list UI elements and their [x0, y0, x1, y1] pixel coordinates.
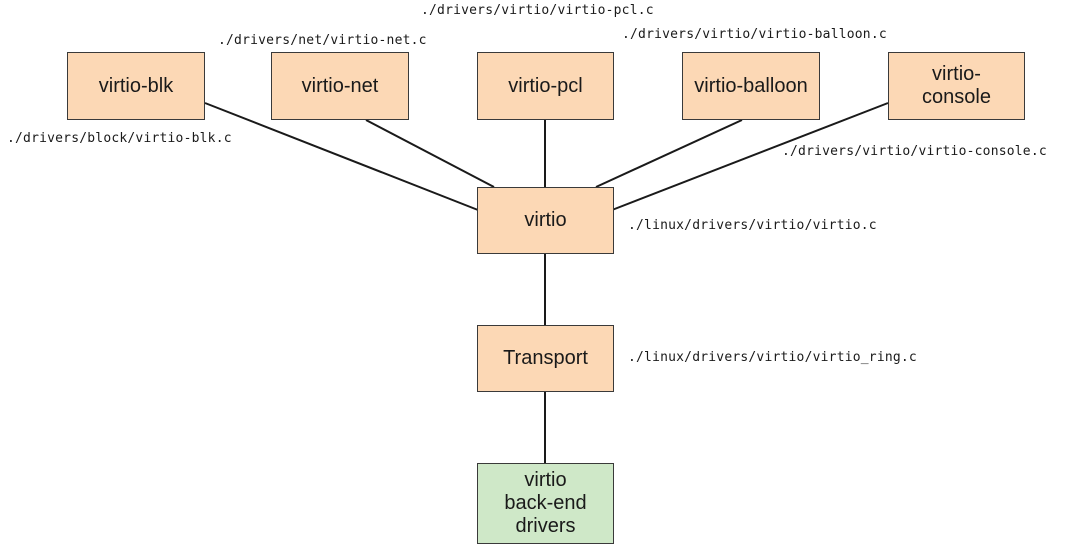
node-virtio-blk: virtio-blk [67, 52, 205, 120]
path-label-virtio-balloon: ./drivers/virtio/virtio-balloon.c [622, 27, 887, 42]
node-transport: Transport [477, 325, 614, 392]
path-label-virtio-net: ./drivers/net/virtio-net.c [218, 33, 427, 48]
node-virtio-balloon: virtio-balloon [682, 52, 820, 120]
edge-console-virtio [611, 102, 889, 211]
path-label-transport: ./linux/drivers/virtio/virtio_ring.c [628, 350, 917, 365]
path-label-virtio: ./linux/drivers/virtio/virtio.c [628, 218, 877, 233]
node-backend-drivers: virtio back-end drivers [477, 463, 614, 544]
node-virtio: virtio [477, 187, 614, 254]
node-virtio-pci: virtio-pcl [477, 52, 614, 120]
path-label-virtio-console: ./drivers/virtio/virtio-console.c [782, 144, 1047, 159]
edge-balloon-virtio [595, 119, 743, 188]
node-virtio-console: virtio- console [888, 52, 1025, 120]
path-label-virtio-pci: ./drivers/virtio/virtio-pcl.c [421, 3, 654, 18]
path-label-virtio-blk: ./drivers/block/virtio-blk.c [7, 131, 232, 146]
node-virtio-net: virtio-net [271, 52, 409, 120]
edge-net-virtio [365, 119, 495, 188]
edge-blk-virtio [204, 102, 479, 211]
